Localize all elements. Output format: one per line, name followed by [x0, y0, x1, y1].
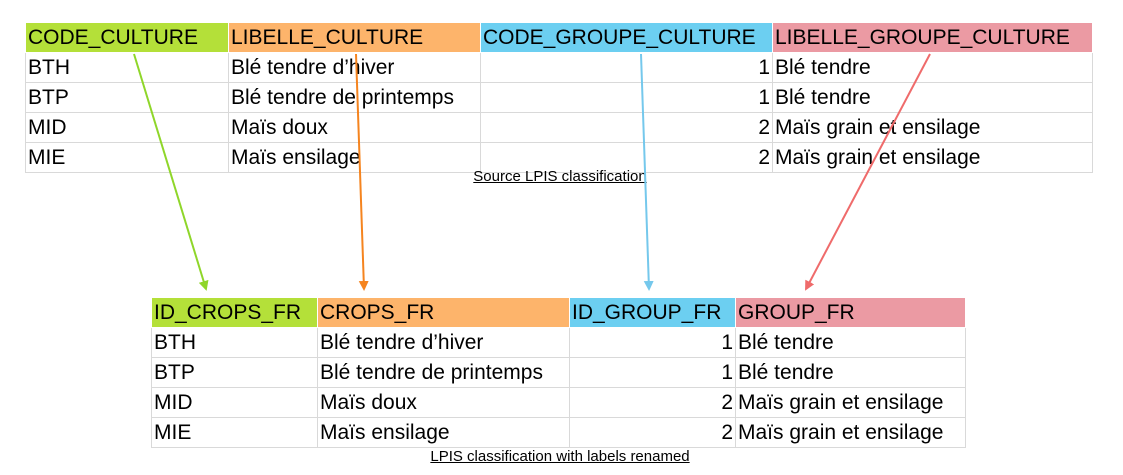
cell: 1	[569, 357, 736, 388]
source-row: BTP Blé tendre de printemps 1 Blé tendre	[25, 82, 1093, 113]
cell: Blé tendre de printemps	[228, 82, 481, 113]
cell: Maïs ensilage	[228, 142, 481, 173]
cell: Maïs grain et ensilage	[772, 142, 1093, 173]
source-header-libelle-groupe: LIBELLE_GROUPE_CULTURE	[772, 22, 1093, 53]
cell: BTP	[151, 357, 318, 388]
source-header-code-groupe: CODE_GROUPE_CULTURE	[480, 22, 773, 53]
renamed-row: BTP Blé tendre de printemps 1 Blé tendre	[151, 357, 966, 388]
cell: Maïs grain et ensilage	[772, 112, 1093, 143]
source-table-caption: Source LPIS classification	[473, 168, 647, 185]
cell: BTH	[151, 327, 318, 358]
renamed-header-crops: CROPS_FR	[317, 297, 570, 328]
cell: Maïs ensilage	[317, 417, 570, 448]
renamed-header-id-group: ID_GROUP_FR	[569, 297, 736, 328]
source-header-row: CODE_CULTURE LIBELLE_CULTURE CODE_GROUPE…	[25, 22, 1093, 53]
cell: Blé tendre	[772, 82, 1093, 113]
renamed-row: BTH Blé tendre d’hiver 1 Blé tendre	[151, 327, 966, 358]
source-header-code-culture: CODE_CULTURE	[25, 22, 229, 53]
cell: Blé tendre d’hiver	[228, 52, 481, 83]
cell: Maïs grain et ensilage	[735, 387, 966, 418]
cell: 2	[569, 417, 736, 448]
renamed-header-id-crops: ID_CROPS_FR	[151, 297, 318, 328]
source-row: MID Maïs doux 2 Maïs grain et ensilage	[25, 112, 1093, 143]
cell: MID	[25, 112, 229, 143]
renamed-header-row: ID_CROPS_FR CROPS_FR ID_GROUP_FR GROUP_F…	[151, 297, 966, 328]
cell: MIE	[151, 417, 318, 448]
cell: 2	[480, 112, 773, 143]
cell: 1	[480, 52, 773, 83]
cell: Blé tendre de printemps	[317, 357, 570, 388]
renamed-header-group: GROUP_FR	[735, 297, 966, 328]
renamed-row: MIE Maïs ensilage 2 Maïs grain et ensila…	[151, 417, 966, 448]
renamed-table: ID_CROPS_FR CROPS_FR ID_GROUP_FR GROUP_F…	[151, 297, 966, 448]
cell: Blé tendre d’hiver	[317, 327, 570, 358]
cell: Blé tendre	[772, 52, 1093, 83]
cell: Blé tendre	[735, 357, 966, 388]
renamed-table-caption: LPIS classification with labels renamed	[430, 448, 690, 465]
source-table: CODE_CULTURE LIBELLE_CULTURE CODE_GROUPE…	[25, 22, 1093, 173]
cell: BTH	[25, 52, 229, 83]
cell: 2	[569, 387, 736, 418]
renamed-row: MID Maïs doux 2 Maïs grain et ensilage	[151, 387, 966, 418]
cell: MIE	[25, 142, 229, 173]
cell: Maïs doux	[317, 387, 570, 418]
source-row: BTH Blé tendre d’hiver 1 Blé tendre	[25, 52, 1093, 83]
cell: MID	[151, 387, 318, 418]
cell: Maïs grain et ensilage	[735, 417, 966, 448]
cell: 1	[480, 82, 773, 113]
cell: Maïs doux	[228, 112, 481, 143]
cell: 1	[569, 327, 736, 358]
cell: BTP	[25, 82, 229, 113]
source-header-libelle-culture: LIBELLE_CULTURE	[228, 22, 481, 53]
cell: Blé tendre	[735, 327, 966, 358]
